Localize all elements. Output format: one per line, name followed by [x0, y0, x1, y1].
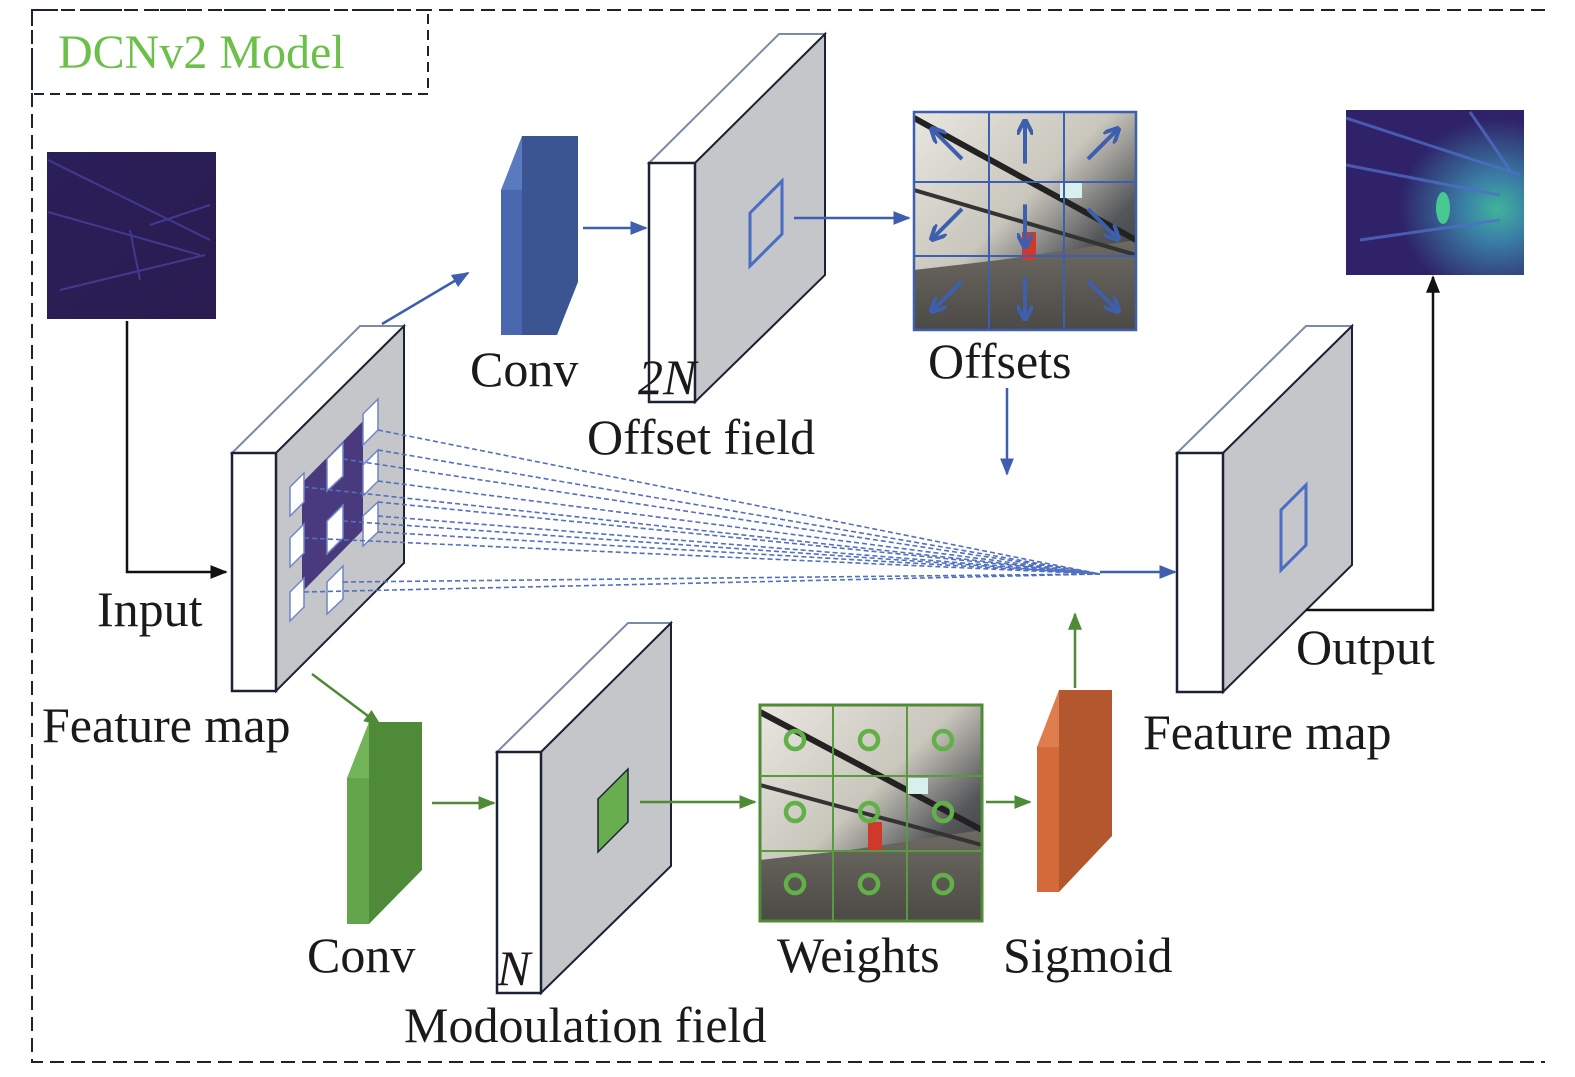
sampling-line: [342, 520, 1101, 575]
conv-top-label: Conv: [470, 341, 578, 397]
offset-arrow-down-left: [933, 279, 964, 310]
arrow-to-conv-top: [381, 271, 470, 326]
conv-top-block: [501, 136, 578, 335]
arrow-to-conv-bottom: [311, 673, 382, 727]
input-connector-arrow: [125, 321, 228, 579]
sampling-line: [377, 515, 1101, 575]
weight-circle: [783, 872, 807, 896]
offset-arrow-up-left: [933, 130, 964, 161]
feature-map-right-label: Feature map: [1143, 704, 1392, 760]
input-image: [47, 152, 216, 319]
title-box: [31, 9, 429, 95]
modulation-field-slab: [494, 620, 674, 996]
output-label: Output: [1296, 619, 1435, 675]
feature-map-left: [229, 323, 407, 694]
offset-arrow-up-right: [1086, 130, 1117, 161]
output-kernel-square: [1279, 481, 1308, 574]
sampling-line: [377, 429, 1101, 575]
diagram-title: DCNv2 Model: [58, 26, 345, 79]
output-connector-arrow: [1306, 275, 1440, 612]
sampling-line: [377, 449, 1101, 575]
sampling-line: [303, 537, 1101, 575]
sigmoid-block: [1037, 690, 1112, 892]
sampling-line: [377, 501, 1101, 575]
weight-circle: [783, 728, 807, 752]
offset-field-label: Offset field: [587, 409, 815, 465]
sampling-line: [303, 486, 1101, 575]
weight-circle: [783, 800, 807, 824]
sampling-lines: [303, 429, 1101, 593]
offset-channels-label: 2N: [638, 349, 699, 405]
offset-kernel-square: [748, 177, 784, 270]
sampled-region: [302, 421, 363, 592]
weights-grid: [758, 703, 984, 923]
modulation-kernel-square: [597, 767, 629, 854]
feature-map-left-label: Feature map: [42, 697, 291, 753]
weight-circle: [857, 800, 881, 824]
sampling-line: [303, 573, 1101, 593]
offset-arrow-down-left: [933, 207, 964, 238]
offset-arrow-down-right: [1086, 279, 1117, 310]
modulation-field-label: Modoulation field: [404, 997, 766, 1053]
conv-bottom-label: Conv: [307, 927, 415, 983]
weight-circle: [857, 728, 881, 752]
sigmoid-label: Sigmoid: [1003, 927, 1172, 983]
sampling-line: [377, 480, 1101, 575]
weight-circle: [931, 872, 955, 896]
weight-circle: [857, 872, 881, 896]
offsets-grid: [912, 110, 1138, 332]
conv-bottom-block: [347, 722, 422, 924]
modulation-channels-label: N: [496, 940, 533, 996]
sampling-line: [342, 573, 1101, 583]
weight-circle: [931, 728, 955, 752]
weight-circle: [931, 800, 955, 824]
outer-dashed-frame: [31, 9, 1545, 1063]
feature-map-right: [1174, 323, 1355, 695]
offset-field-slab: [646, 31, 828, 405]
offsets-label: Offsets: [928, 333, 1072, 389]
input-label: Input: [97, 581, 203, 637]
weights-label: Weights: [777, 927, 940, 983]
output-image: [1345, 110, 1524, 275]
offset-arrow-down-right: [1086, 207, 1117, 238]
sampling-line: [377, 531, 1101, 575]
